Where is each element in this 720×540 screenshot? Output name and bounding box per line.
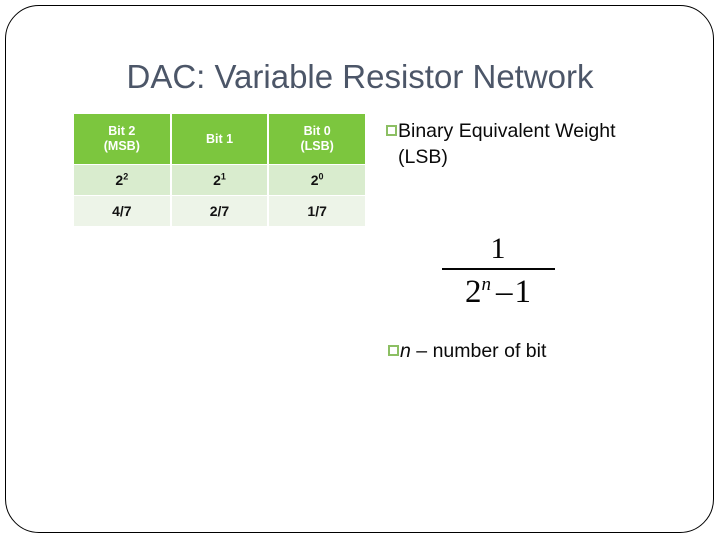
table-header-cell-bit0: Bit 0 (LSB) bbox=[269, 114, 365, 164]
table-row: 22 21 20 bbox=[74, 165, 365, 195]
equation-numerator: 1 bbox=[490, 232, 506, 265]
table-header-row: Bit 2 (MSB) Bit 1 Bit 0 (LSB) bbox=[74, 114, 365, 164]
weight-equation: 1 2n–1 bbox=[418, 232, 578, 312]
denominator-minus-sign: – bbox=[496, 274, 513, 310]
power-base: 2 bbox=[213, 172, 221, 188]
n-symbol: n bbox=[400, 340, 411, 362]
bullet-row-n-definition: n – number of bit bbox=[388, 339, 546, 363]
table-header-cell-bit1: Bit 1 bbox=[171, 114, 268, 164]
equation-fraction-bar bbox=[441, 268, 555, 270]
equation-denominator: 2n–1 bbox=[418, 270, 578, 312]
bullet-row-binary-weight: Binary Equivalent Weight (LSB) bbox=[386, 118, 686, 170]
power-base: 2 bbox=[115, 172, 124, 188]
page-title: DAC: Variable Resistor Network bbox=[126, 58, 594, 95]
header-label-line2: (MSB) bbox=[103, 139, 140, 153]
power-cell-bit2: 22 bbox=[74, 165, 170, 195]
header-label-line2: (LSB) bbox=[300, 139, 334, 153]
denominator-term: 1 bbox=[514, 274, 532, 310]
power-cell-bit0: 20 bbox=[269, 165, 365, 195]
n-definition-label: n – number of bit bbox=[400, 339, 546, 363]
n-dash: – bbox=[416, 340, 428, 362]
header-label-line1: Bit 2 bbox=[108, 124, 136, 138]
table-row: 4/7 2/7 1/7 bbox=[74, 196, 365, 226]
fraction-cell-bit0: 1/7 bbox=[269, 196, 365, 226]
binary-weight-table: Bit 2 (MSB) Bit 1 Bit 0 (LSB) 22 21 20 4… bbox=[72, 113, 367, 227]
n-description: number of bit bbox=[432, 340, 547, 362]
power-exponent: 2 bbox=[123, 171, 129, 182]
square-bullet-icon bbox=[386, 125, 397, 136]
header-label-line1: Bit 0 bbox=[303, 124, 331, 138]
power-exponent: 1 bbox=[220, 171, 226, 182]
power-exponent: 0 bbox=[318, 171, 324, 182]
square-bullet-icon bbox=[388, 345, 399, 356]
denominator-exponent: n bbox=[481, 274, 492, 295]
fraction-cell-bit1: 2/7 bbox=[171, 196, 268, 226]
binary-weight-bullet-block: Binary Equivalent Weight (LSB) bbox=[386, 118, 686, 170]
fraction-cell-bit2: 4/7 bbox=[74, 196, 170, 226]
header-label-line1: Bit 1 bbox=[205, 131, 234, 146]
power-cell-bit1: 21 bbox=[171, 165, 268, 195]
power-base: 2 bbox=[310, 172, 319, 188]
table-header-cell-bit2: Bit 2 (MSB) bbox=[74, 114, 170, 164]
binary-weight-label: Binary Equivalent Weight (LSB) bbox=[398, 120, 616, 168]
denominator-base: 2 bbox=[465, 274, 482, 310]
